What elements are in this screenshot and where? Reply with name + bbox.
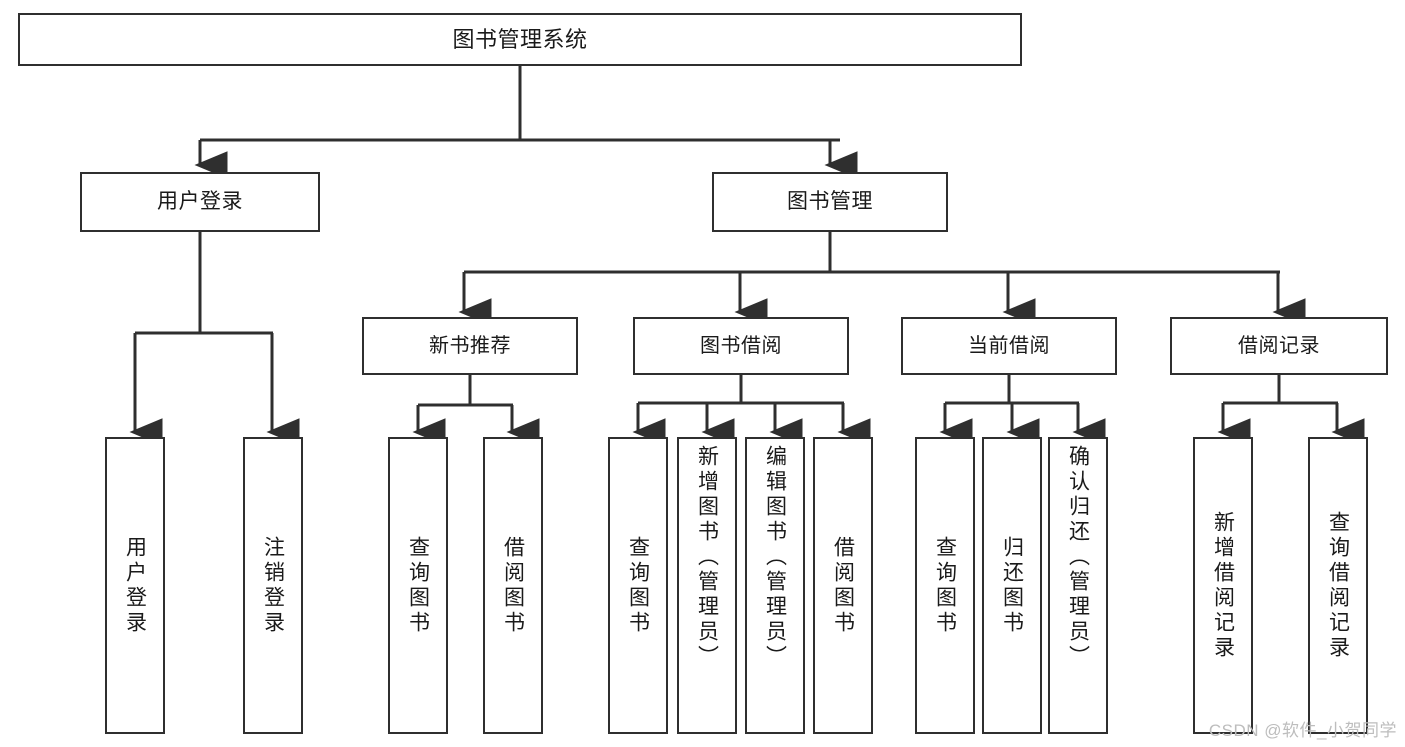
node-label: 查询借阅记录 bbox=[1326, 510, 1350, 661]
node-leaf-logout-login[interactable]: 注销登录 bbox=[243, 437, 303, 734]
node-book-borrow[interactable]: 图书借阅 bbox=[633, 317, 849, 375]
node-label: 确认归还（管理员） bbox=[1066, 445, 1090, 670]
node-label: 新增图书（管理员） bbox=[695, 445, 719, 670]
node-label: 新增借阅记录 bbox=[1211, 510, 1235, 661]
node-label: 借阅图书 bbox=[501, 535, 525, 636]
node-leaf-query-book-recommend[interactable]: 查询图书 bbox=[388, 437, 448, 734]
node-leaf-add-borrow-record[interactable]: 新增借阅记录 bbox=[1193, 437, 1253, 734]
node-label: 用户登录 bbox=[123, 535, 147, 636]
node-label: 编辑图书（管理员） bbox=[763, 445, 787, 670]
csdn-watermark: CSDN @软件_小贺同学 bbox=[1208, 721, 1397, 740]
node-leaf-add-book-admin[interactable]: 新增图书（管理员） bbox=[677, 437, 737, 734]
node-leaf-return-book[interactable]: 归还图书 bbox=[982, 437, 1042, 734]
node-user-login[interactable]: 用户登录 bbox=[80, 172, 320, 232]
node-label: 图书借阅 bbox=[700, 334, 782, 357]
node-label: 用户登录 bbox=[157, 189, 243, 213]
node-label: 注销登录 bbox=[261, 535, 285, 636]
node-new-book-recommend[interactable]: 新书推荐 bbox=[362, 317, 578, 375]
node-label: 图书管理系统 bbox=[452, 26, 588, 52]
node-leaf-borrow-book-recommend[interactable]: 借阅图书 bbox=[483, 437, 543, 734]
node-leaf-confirm-return-admin[interactable]: 确认归还（管理员） bbox=[1048, 437, 1108, 734]
node-label: 当前借阅 bbox=[968, 334, 1050, 357]
node-book-management[interactable]: 图书管理 bbox=[712, 172, 948, 232]
node-leaf-query-borrow-record[interactable]: 查询借阅记录 bbox=[1308, 437, 1368, 734]
node-label: 图书管理 bbox=[787, 189, 873, 213]
node-label: 新书推荐 bbox=[429, 334, 511, 357]
node-leaf-edit-book-admin[interactable]: 编辑图书（管理员） bbox=[745, 437, 805, 734]
node-label: 查询图书 bbox=[626, 535, 650, 636]
node-label: 借阅记录 bbox=[1238, 334, 1320, 357]
node-leaf-borrow-book-borrow[interactable]: 借阅图书 bbox=[813, 437, 873, 734]
node-root-system[interactable]: 图书管理系统 bbox=[18, 13, 1022, 66]
node-current-borrow[interactable]: 当前借阅 bbox=[901, 317, 1117, 375]
node-borrow-record[interactable]: 借阅记录 bbox=[1170, 317, 1388, 375]
node-label: 借阅图书 bbox=[831, 535, 855, 636]
node-label: 查询图书 bbox=[933, 535, 957, 636]
node-leaf-query-book-borrow[interactable]: 查询图书 bbox=[608, 437, 668, 734]
node-leaf-user-login[interactable]: 用户登录 bbox=[105, 437, 165, 734]
node-label: 归还图书 bbox=[1000, 535, 1024, 636]
node-leaf-query-book-current[interactable]: 查询图书 bbox=[915, 437, 975, 734]
node-label: 查询图书 bbox=[406, 535, 430, 636]
